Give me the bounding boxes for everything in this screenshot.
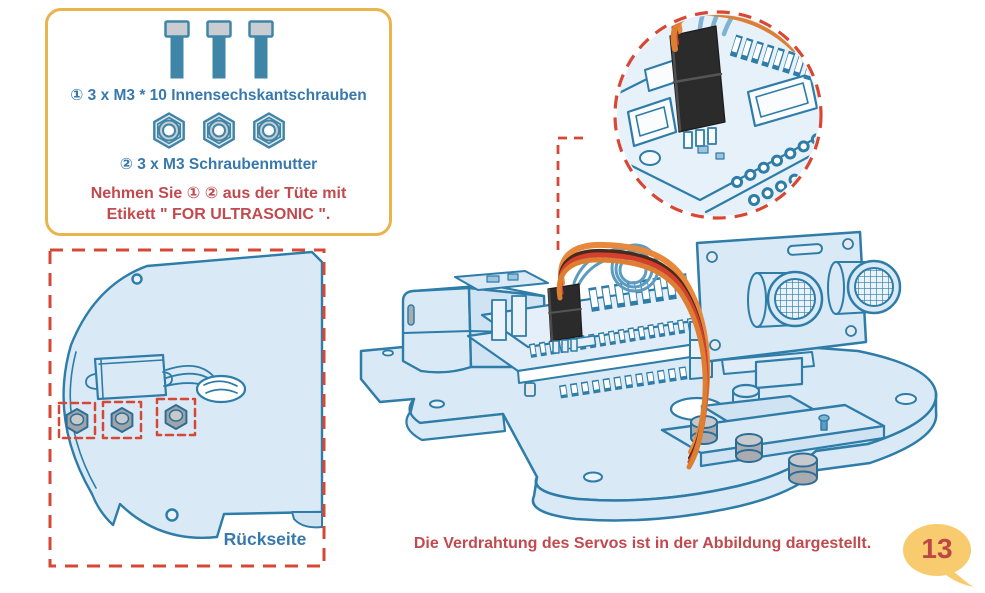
controller-board	[466, 273, 838, 399]
servo-connector	[547, 283, 583, 354]
ultrasonic-sensor	[660, 230, 902, 468]
parts-box: ① 3 x M3 * 10 Innensechskantschrauben	[45, 8, 392, 236]
back-view-label: Rückseite	[223, 529, 307, 549]
wiring-detail-circle	[556, 10, 823, 256]
standoffs	[690, 415, 818, 486]
page-bubble	[903, 524, 974, 587]
wiring-caption: Die Verdrahtung des Servos ist in der Ab…	[413, 535, 872, 552]
hex-socket-screw-icon	[163, 20, 190, 79]
hex-nut-icon	[252, 112, 285, 150]
nut-back-2	[110, 407, 134, 433]
main-assembly-illustration	[359, 230, 938, 522]
back-view-frame	[48, 248, 326, 568]
nut-back-1	[65, 408, 89, 434]
bag-note: Nehmen Sie ① ② aus der Tüte mit Etikett …	[91, 184, 347, 226]
nut-icons-row	[149, 112, 289, 150]
back-view-illustration	[57, 250, 324, 539]
back-chassis-plate	[62, 250, 324, 539]
nuts-label: ② 3 x M3 Schraubenmutter	[119, 156, 318, 174]
nut-highlight-box-1	[57, 401, 97, 440]
hex-socket-screw-icon	[205, 20, 232, 79]
detail-circle-border	[613, 10, 823, 220]
servo-back-box	[93, 353, 168, 401]
hex-nut-icon	[202, 112, 235, 150]
servo-wires	[556, 241, 711, 470]
page-number: 13	[921, 533, 953, 564]
hex-socket-screw-icon	[247, 20, 274, 79]
hex-nut-icon	[152, 112, 185, 150]
nut-back-3	[164, 404, 188, 430]
nut-highlight-box-2	[101, 400, 143, 440]
nut-highlight-box-3	[155, 397, 197, 437]
detail-leader-line	[556, 136, 583, 256]
bag-note-line2: Etikett " FOR ULTRASONIC ".	[106, 206, 331, 223]
screw-icons-row	[163, 20, 274, 80]
screws-label: ① 3 x M3 * 10 Innensechskantschrauben	[70, 87, 367, 105]
bag-note-line1: Nehmen Sie ① ② aus der Tüte mit	[90, 185, 347, 203]
